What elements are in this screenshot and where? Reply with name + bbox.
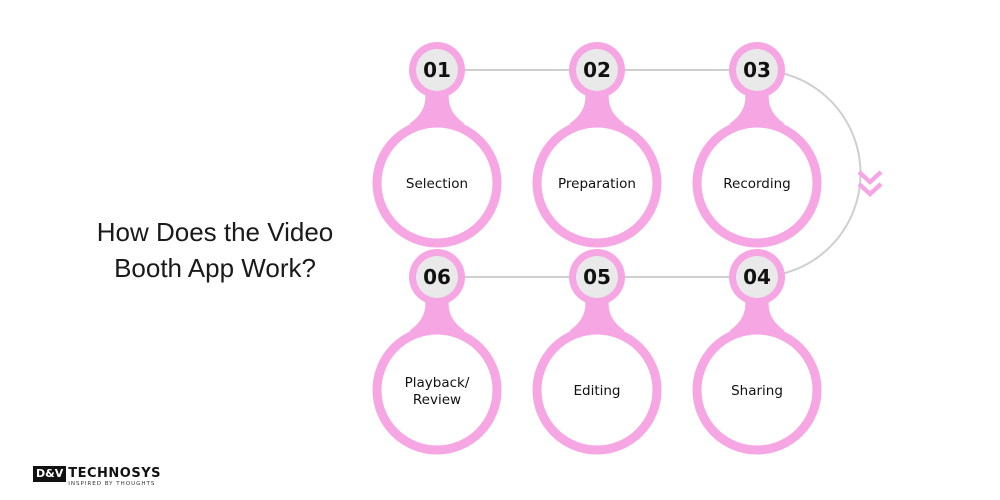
step-02-circle (532, 118, 662, 248)
step-01-number: 01 (423, 58, 451, 82)
page-title: How Does the Video Booth App Work? (60, 214, 370, 286)
step-05-number: 05 (583, 265, 611, 289)
double-chevron-down-icon (857, 170, 883, 198)
step-03: 03 Recording (692, 42, 822, 248)
step-02-label: Preparation (558, 176, 636, 192)
brand-logo: D&V TECHNOSYS INSPIRED BY THOUGHTS (33, 466, 161, 490)
title-line-1: How Does the Video (96, 217, 334, 247)
step-05-circle (532, 325, 662, 455)
step-06: 06 Playback/ Review (372, 249, 502, 455)
step-03-label: Recording (723, 176, 791, 192)
step-02-badge (576, 49, 618, 91)
step-05-label: Editing (573, 383, 620, 399)
step-03-badge (736, 49, 778, 91)
step-01-circle (372, 118, 502, 248)
logo-mark: D&V (33, 466, 67, 482)
step-05-badge (576, 256, 618, 298)
step-05: 05 Editing (532, 249, 662, 455)
step-06-circle (372, 325, 502, 455)
step-01-label: Selection (406, 176, 468, 192)
title-line-2: Booth App Work? (114, 253, 316, 283)
step-04-number: 04 (743, 265, 771, 289)
step-04: 04 Sharing (692, 249, 822, 455)
step-01-badge (416, 49, 458, 91)
logo-tagline: INSPIRED BY THOUGHTS (68, 481, 156, 487)
step-04-label: Sharing (731, 383, 783, 399)
step-04-circle (692, 325, 822, 455)
step-06-number: 06 (423, 265, 451, 289)
step-01: 01 Selection (372, 42, 502, 248)
step-06-badge (416, 256, 458, 298)
step-06-label: Playback/ (405, 375, 470, 391)
step-03-number: 03 (743, 58, 771, 82)
step-02-number: 02 (583, 58, 611, 82)
logo-wordmark: TECHNOSYS (68, 466, 161, 481)
step-03-circle (692, 118, 822, 248)
step-02: 02 Preparation (532, 42, 662, 248)
step-04-badge (736, 256, 778, 298)
step-06-label-line2: Review (413, 392, 461, 408)
logo-text: TECHNOSYS INSPIRED BY THOUGHTS (68, 466, 161, 488)
